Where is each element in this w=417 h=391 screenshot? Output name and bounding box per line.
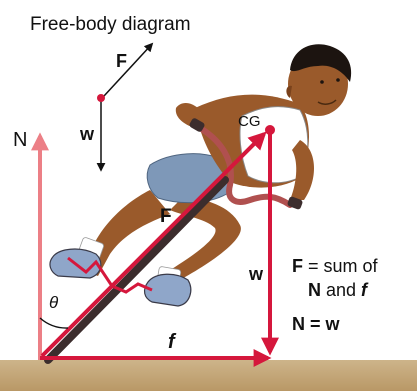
hair — [290, 44, 352, 82]
normal-force-label: N — [13, 129, 27, 151]
note-friction-symbol: f — [361, 280, 369, 300]
note-f-symbol: F — [292, 256, 303, 276]
angle-label: θ — [49, 293, 59, 312]
fbd-force-label: F — [116, 51, 127, 71]
mouth — [317, 99, 337, 105]
right-grip — [287, 196, 303, 210]
bike-pole — [44, 176, 229, 364]
note-line-3: N = w — [292, 314, 341, 334]
cg-label: CG — [238, 113, 261, 130]
back-leg — [82, 190, 170, 276]
right-arm — [290, 140, 315, 200]
resultant-force-arrow — [40, 131, 267, 358]
left-grip — [189, 118, 205, 132]
angle-arc — [39, 317, 69, 329]
diagram-title: Free-body diagram — [30, 14, 191, 35]
note-and: and — [321, 280, 361, 300]
note-sum-of: = sum of — [303, 256, 379, 276]
friction-label: f — [168, 331, 177, 353]
weight-label: w — [248, 264, 264, 284]
fbd-weight-label: w — [79, 124, 95, 144]
ground — [0, 360, 417, 391]
force-relation-note: F = sum of N and f N = w — [292, 256, 379, 334]
note-line-2: N and f — [308, 280, 369, 300]
note-line-1: F = sum of — [292, 256, 379, 276]
cyclist-illustration — [44, 44, 352, 364]
resultant-force-label: F — [160, 206, 172, 227]
front-leg — [162, 195, 241, 285]
fbd-force-arrow — [103, 42, 154, 97]
fbd-center-dot — [97, 94, 105, 102]
front-shoe — [143, 273, 192, 307]
center-of-gravity-dot — [265, 125, 275, 135]
note-n-symbol: N — [308, 280, 321, 300]
mini-free-body-diagram: F w — [79, 42, 154, 172]
eye-right — [336, 78, 340, 82]
eye-left — [320, 80, 324, 84]
ear — [286, 85, 292, 98]
force-vectors — [31, 125, 279, 367]
